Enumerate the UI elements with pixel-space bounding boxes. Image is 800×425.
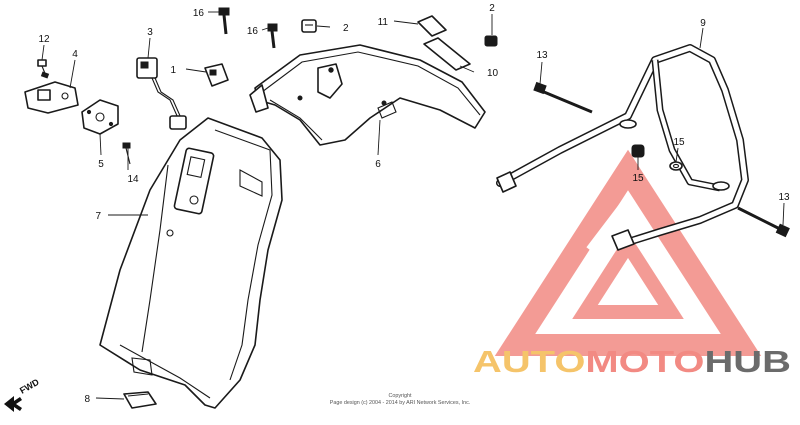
watermark-logo-icon	[494, 149, 762, 356]
copyright-title: Copyright	[388, 393, 412, 399]
long-bolt-13a-part	[533, 81, 593, 114]
forward-direction-indicator: FWD	[4, 377, 41, 412]
callout-16a: 16	[193, 8, 205, 19]
fender-clip-part	[123, 391, 157, 409]
callout-11: 11	[378, 17, 389, 28]
callout-15b: 15	[632, 173, 644, 184]
callout-8: 8	[84, 394, 90, 405]
bracket-part	[24, 81, 79, 114]
callout-2a: 2	[343, 23, 349, 34]
bolt-14-part	[122, 142, 131, 165]
callout-6: 6	[375, 159, 381, 170]
long-bolt-13b-part	[737, 206, 790, 238]
callout-4: 4	[72, 49, 78, 60]
callout-15a: 15	[673, 137, 685, 148]
leader-lines	[41, 11, 785, 400]
inner-fender-part	[99, 117, 283, 409]
grab-rail-part	[496, 44, 749, 251]
watermark-hub: HUB	[704, 344, 791, 379]
callout-2b: 2	[489, 3, 495, 14]
fwd-label: FWD	[18, 377, 41, 396]
copyright-notice: Page design (c) 2004 - 2014 by ARI Netwo…	[330, 400, 471, 406]
connector-clip-part	[204, 63, 229, 87]
callout-13b: 13	[778, 192, 790, 203]
callout-10: 10	[487, 68, 499, 79]
mounting-plate-part	[81, 99, 119, 135]
decal-11-part	[417, 15, 447, 37]
callout-1: 1	[170, 65, 176, 76]
callout-5: 5	[98, 159, 104, 170]
callout-9: 9	[700, 18, 706, 29]
callout-numbers: 1 2 2 3 4 5 6 7 8 9 10 11 12 13 13 14 15…	[38, 3, 790, 405]
nut-2a-part	[301, 19, 317, 33]
watermark-moto: MOTO	[585, 344, 704, 379]
rear-fender-part	[249, 44, 486, 146]
screw-12-part	[37, 59, 50, 79]
callout-13a: 13	[536, 50, 548, 61]
bolt-16a-part	[218, 7, 230, 35]
decal-10-part	[423, 37, 471, 71]
nut-2b-part	[484, 35, 498, 47]
watermark-auto: AUTO	[473, 344, 585, 379]
callout-12: 12	[38, 34, 50, 45]
callout-14: 14	[127, 174, 139, 185]
bolt-16b-part	[267, 23, 278, 49]
callout-3: 3	[147, 27, 153, 38]
harness-connector-part	[136, 57, 187, 130]
callout-16b: 16	[247, 26, 259, 37]
collar-15a-part	[669, 161, 683, 171]
callout-7: 7	[95, 211, 101, 222]
collar-15b-part	[631, 144, 645, 158]
